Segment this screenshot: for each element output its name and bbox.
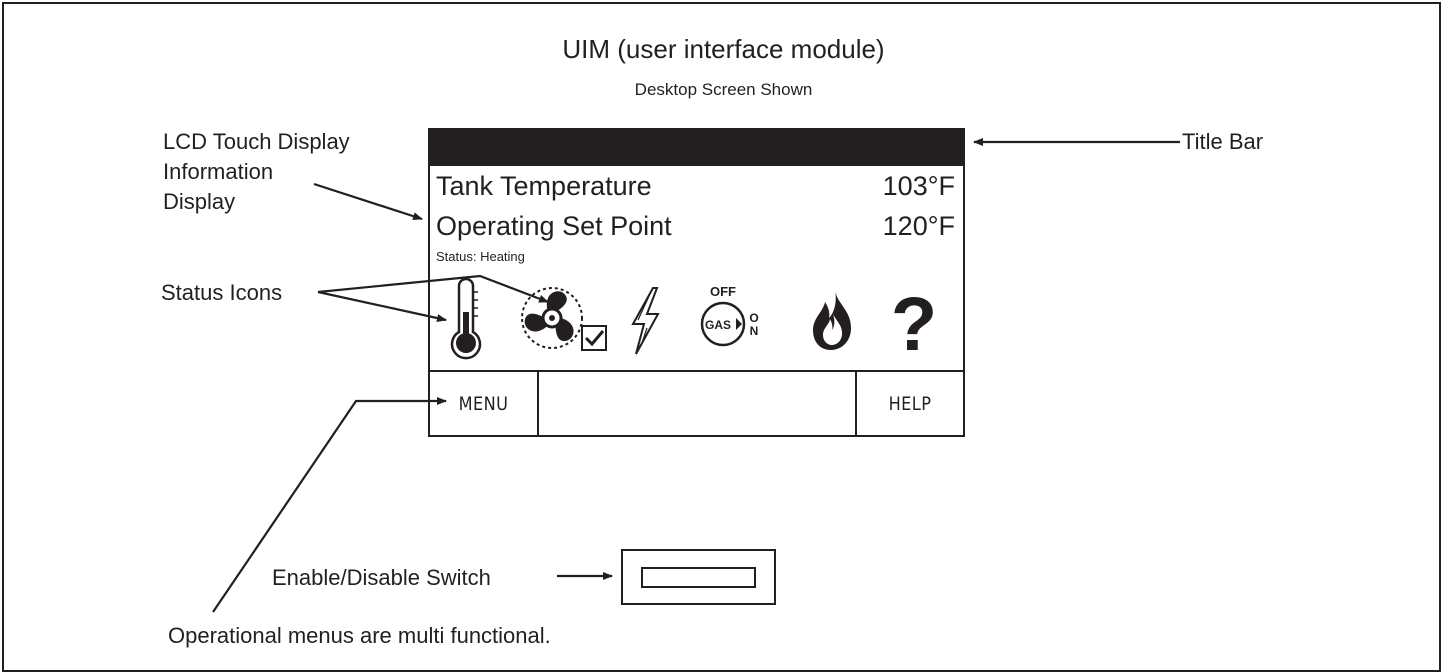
lightning-icon: [631, 287, 660, 355]
menu-button[interactable]: MENU: [458, 392, 509, 415]
gas-valve-icon: OFF GAS O N: [700, 284, 759, 347]
tank-temperature-value: 103°F: [882, 171, 955, 201]
check-box-icon: [581, 325, 607, 351]
switch-slot: [641, 567, 756, 588]
lcd-callout-line3: Display: [163, 189, 236, 214]
gas-valve-off-text: OFF: [710, 284, 736, 299]
softkey-bar: MENU HELP: [430, 370, 963, 435]
help-glyph: ?: [891, 282, 937, 360]
diagram-subtitle: Desktop Screen Shown: [634, 80, 813, 99]
help-icon: ?: [891, 282, 937, 360]
lcd-callout: LCD Touch Display Information Display: [163, 127, 350, 217]
status-icon-row: OFF GAS O N ?: [430, 276, 963, 362]
enable-switch-callout: Enable/Disable Switch: [272, 565, 491, 590]
thermometer-icon: [450, 277, 482, 360]
flame-icon: [813, 290, 851, 350]
help-button[interactable]: HELP: [888, 392, 932, 415]
lcd-callout-line1: LCD Touch Display: [163, 129, 350, 154]
tank-temperature-row: Tank Temperature 103°F: [436, 171, 955, 201]
uim-display: Tank Temperature 103°F Operating Set Poi…: [428, 128, 965, 437]
title-bar-callout: Title Bar: [1182, 129, 1264, 154]
fan-icon: [521, 287, 583, 349]
status-text: Status: Heating: [436, 249, 525, 264]
status-icons-leader-thermometer: [317, 290, 447, 322]
status-icons-leader-fan: [317, 274, 549, 304]
center-softkey[interactable]: [537, 372, 857, 435]
set-point-label: Operating Set Point: [436, 211, 672, 241]
diagram-title: UIM (user interface module): [562, 34, 885, 64]
set-point-value: 120°F: [882, 211, 955, 241]
gas-valve-gas-text: GAS: [705, 318, 731, 332]
title-bar: [430, 130, 963, 166]
lcd-leader-line: [313, 182, 423, 221]
set-point-row: Operating Set Point 120°F: [436, 211, 955, 241]
menu-leader-line: [212, 397, 447, 613]
lcd-callout-line2: Information: [163, 159, 274, 184]
gas-valve-on-o: O: [749, 311, 758, 325]
gas-valve-on-n: N: [750, 324, 759, 338]
enable-disable-switch[interactable]: [621, 549, 776, 605]
footer-note: Operational menus are multi functional.: [168, 623, 551, 648]
status-icons-callout: Status Icons: [161, 280, 283, 305]
tank-temperature-label: Tank Temperature: [436, 171, 652, 201]
